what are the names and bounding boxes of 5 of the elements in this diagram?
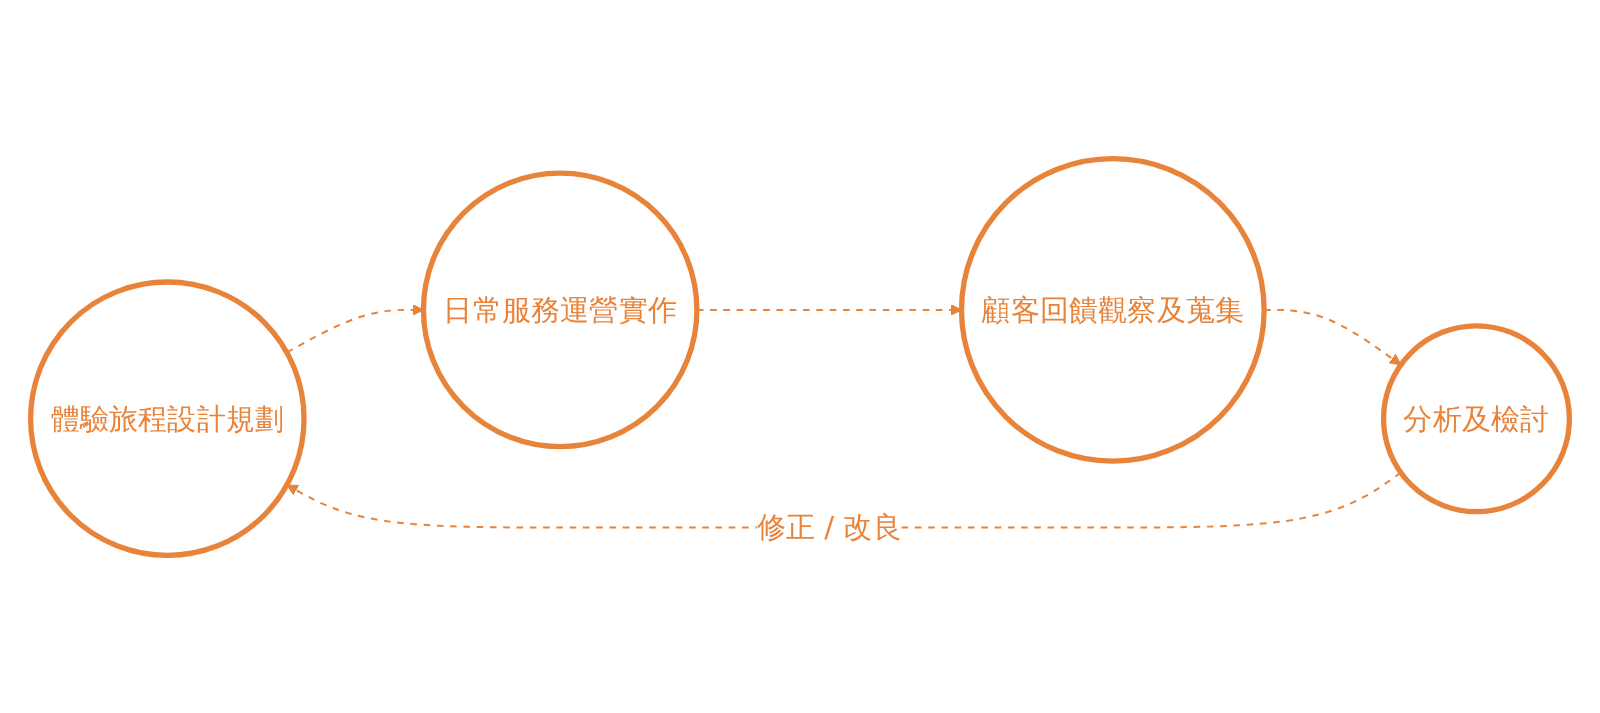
node-circle: 日常服務運營實作 bbox=[420, 170, 700, 449]
node-circle: 顧客回饋觀察及蒐集 bbox=[958, 155, 1267, 464]
node-circle: 分析及檢討 bbox=[1380, 322, 1573, 514]
node-circle: 體驗旅程設計規劃 bbox=[27, 278, 307, 558]
edge-label: 修正 / 改良 bbox=[756, 510, 902, 544]
